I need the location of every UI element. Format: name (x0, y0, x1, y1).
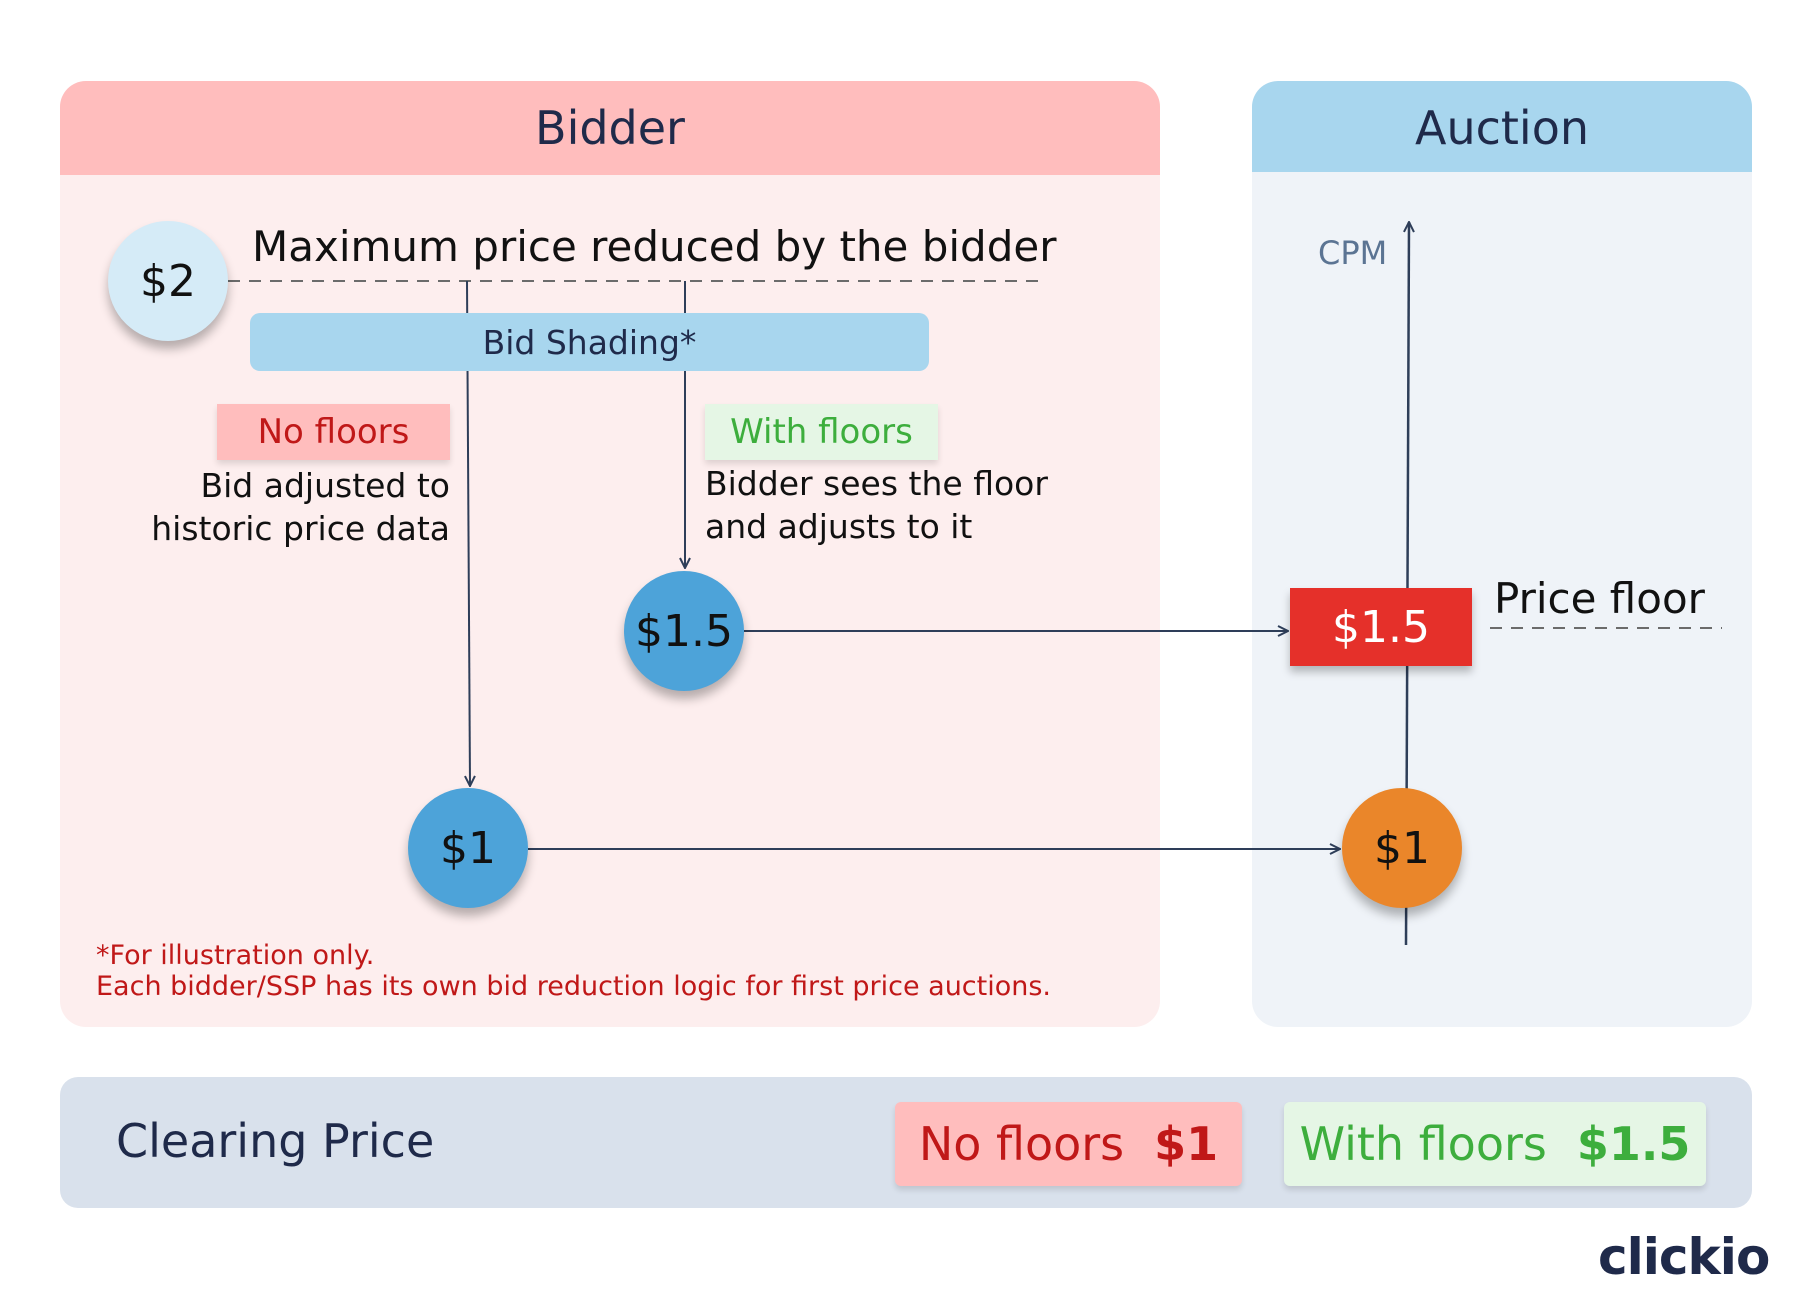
no-floors-result-chip: No floors $1 (895, 1102, 1242, 1186)
no-floors-result-value: $1 (1154, 1117, 1219, 1171)
bidder-title: Bidder (535, 101, 685, 155)
max-price-title: Maximum price reduced by the bidder (252, 222, 1057, 271)
with-floors-description-line: and adjusts to it (705, 507, 973, 546)
with-floors-description: Bidder sees the floor and adjusts to it (705, 462, 1065, 548)
with-floors-result-value: $1.5 (1576, 1117, 1691, 1171)
no-floors-bid-circle: $1 (408, 788, 528, 908)
no-floors-bid-value: $1 (440, 822, 496, 874)
with-floors-tag: With floors (705, 404, 938, 460)
price-floor-label: Price floor (1494, 574, 1705, 623)
auction-panel: Auction (1252, 81, 1752, 1027)
with-floors-result-label: With floors (1299, 1117, 1547, 1171)
price-floor-box: $1.5 (1290, 588, 1472, 666)
clearing-price-bar: Clearing Price No floors $1 With floors … (60, 1077, 1752, 1208)
clickio-logo: clickio (1598, 1228, 1770, 1286)
with-floors-result-chip: With floors $1.5 (1284, 1102, 1706, 1186)
max-price-circle: $2 (108, 221, 228, 341)
no-floors-description-line: Bid adjusted to (200, 466, 451, 505)
max-price-value: $2 (140, 255, 196, 307)
auction-title: Auction (1414, 101, 1590, 155)
bidder-panel: Bidder (60, 81, 1160, 1027)
with-floors-description-line: Bidder sees the floor (705, 464, 1048, 503)
footnote-line: *For illustration only. (96, 940, 375, 971)
bid-shading-label: Bid Shading* (482, 322, 697, 362)
with-floors-bid-circle: $1.5 (624, 571, 744, 691)
no-floors-result-label: No floors (918, 1117, 1125, 1171)
with-floors-bid-value: $1.5 (635, 605, 733, 657)
with-floors-tag-label: With floors (730, 412, 913, 452)
clearing-price-title: Clearing Price (116, 1114, 435, 1168)
auction-header (1252, 81, 1752, 172)
no-floors-tag: No floors (217, 404, 450, 460)
bid-shading-bar: Bid Shading* (250, 313, 929, 371)
footnote: *For illustration only. Each bidder/SSP … (96, 940, 1051, 1002)
clearing-bid-circle: $1 (1342, 788, 1462, 908)
no-floors-description-line: historic price data (151, 509, 450, 548)
cpm-axis-label: CPM (1318, 234, 1388, 272)
footnote-line: Each bidder/SSP has its own bid reductio… (96, 971, 1052, 1002)
clearing-bid-value: $1 (1374, 822, 1430, 874)
bidder-header (60, 81, 1160, 175)
no-floors-tag-label: No floors (257, 412, 410, 452)
price-floor-value: $1.5 (1332, 601, 1430, 653)
no-floors-description: Bid adjusted to historic price data (120, 464, 450, 550)
